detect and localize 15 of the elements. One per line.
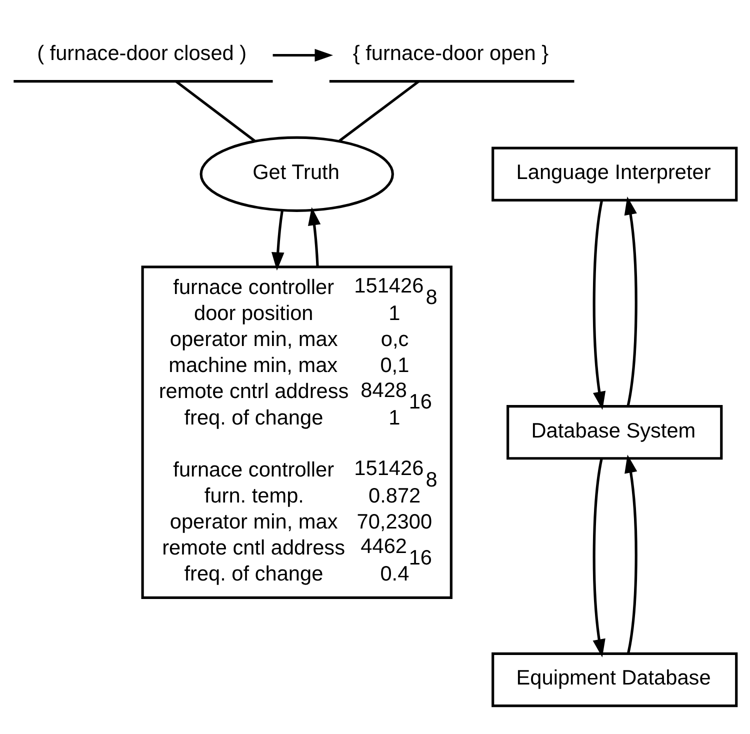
arrow [624,454,638,654]
arrow [592,200,606,410]
connector [175,80,256,142]
arrow [624,196,638,406]
connector [338,80,420,142]
arrow [272,48,334,62]
node-box: Language Interpreter [492,146,738,201]
arrow [592,458,606,657]
node-box: Equipment Database [492,652,738,707]
arrow [271,210,284,270]
arrow [308,206,321,266]
node-ellipse: Get Truth [200,136,394,212]
node-box: Database System [506,404,723,460]
node-text: { furnace-door open } [352,42,549,65]
node-text: ( furnace-door closed ) [37,42,247,65]
